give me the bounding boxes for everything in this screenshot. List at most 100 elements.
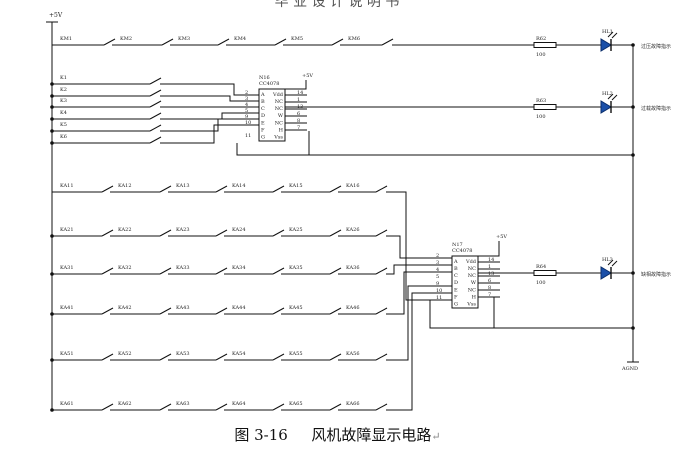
ka-switch: [329, 229, 342, 237]
k-switch-label: K3: [60, 98, 67, 104]
chip-output-name: NC: [468, 273, 476, 279]
ka-switch: [329, 403, 342, 411]
k-switch: [149, 77, 162, 85]
led-diode-icon: [600, 38, 612, 52]
ka-switch-label: KA62: [118, 401, 132, 407]
led-diode-icon: [600, 100, 612, 114]
chip-input-name: A: [260, 92, 265, 98]
resistor-ref: R64: [536, 264, 546, 270]
wire: [390, 235, 452, 259]
km-switch-label: KM6: [348, 36, 360, 42]
ka-switch: [272, 403, 285, 411]
chip-pin-number: 4: [436, 267, 439, 273]
chip-n17-ref: N17: [452, 242, 463, 248]
ka-switch-label: KA31: [60, 265, 74, 271]
km-switch-label: KM5: [291, 36, 303, 42]
chip-pin-number: 7: [488, 292, 491, 298]
ka-switch-label: KA52: [118, 351, 132, 357]
chip-n17-ref-hidden: N17: [449, 239, 460, 245]
chip-output-name: Vss: [273, 134, 283, 140]
ka-switch-label: KA23: [176, 227, 190, 233]
chip-input-name: G: [261, 134, 265, 140]
chip-n17: [451, 255, 479, 309]
supply-label: +5V: [49, 12, 63, 19]
ka-switch-label: KA24: [232, 227, 246, 233]
ka-switch-label: KA42: [118, 305, 132, 311]
chip-input-name: B: [261, 99, 265, 105]
resistor: [533, 42, 557, 48]
chip-pin-number: 10: [436, 288, 442, 294]
k-switch: [149, 124, 162, 132]
chip-pin-number: 8: [488, 285, 491, 291]
ka-switch-label: KA36: [346, 265, 360, 271]
ka-switch-label: KA32: [118, 265, 132, 271]
wire: [390, 191, 452, 301]
chip-input-name: G: [454, 301, 458, 307]
led-emission-arrow: [607, 259, 614, 266]
ka-switch-label: KA11: [60, 183, 74, 189]
chip-pin-number: 9: [436, 281, 439, 287]
chip-input-name: B: [454, 266, 458, 272]
ka-switch-label: KA13: [176, 183, 190, 189]
wire: [390, 264, 452, 275]
chip-pin-number: 13: [297, 104, 303, 110]
ka-switch: [272, 353, 285, 361]
ka-switch-label: KA43: [176, 305, 190, 311]
figure-number: 图 3-16: [234, 426, 288, 444]
chip-output-name: Vdd: [465, 259, 477, 265]
ka-switch: [159, 353, 172, 361]
chip-pin-number: 14: [488, 257, 494, 263]
indicator-label-2: 过载故障指示: [641, 105, 671, 112]
ka-switch-label: KA25: [289, 227, 303, 233]
ka-switch-label: KA14: [232, 183, 246, 189]
chip-output-name: NC: [468, 266, 476, 272]
resistor-ref: R62: [536, 36, 546, 42]
chip-pin-number: 6: [297, 111, 300, 117]
chip-pin-number: 4: [245, 102, 248, 108]
chip-input-name: E: [454, 287, 458, 293]
led-ref: HL2: [602, 91, 613, 97]
chip-input-name: E: [261, 120, 265, 126]
ka-switch: [215, 353, 228, 361]
chip-output-name: Vdd: [272, 92, 284, 98]
chip-pin-number: 3: [436, 260, 439, 266]
wire: [390, 271, 452, 315]
ka-switch: [272, 229, 285, 237]
ka-switch-label: KA45: [289, 305, 303, 311]
chip-n16-part: CC4078: [259, 81, 279, 87]
ka-switch: [375, 229, 388, 237]
ka-switch-label: KA33: [176, 265, 190, 271]
chip-pin-number: 7: [297, 125, 300, 131]
k-switch-label: K6: [60, 134, 67, 140]
chip-pin-number: 1: [488, 264, 491, 270]
ka-switch: [159, 185, 172, 193]
chip-power-label: +5V: [302, 73, 313, 79]
wire: [164, 112, 259, 120]
ka-switch-label: KA41: [60, 305, 74, 311]
ka-switch: [101, 267, 114, 275]
chip-input-name: F: [261, 127, 265, 133]
chip-input-name: D: [454, 280, 458, 286]
chip-output-name: W: [471, 280, 477, 286]
chip-pin-number: 3: [245, 96, 248, 102]
ka-switch-label: KA55: [289, 351, 303, 357]
led-emission-arrow: [611, 32, 618, 39]
ka-switch: [159, 307, 172, 315]
ka-switch-label: KA51: [60, 351, 74, 357]
figure-caption: 图 3-16 风机故障显示电路↵: [0, 424, 675, 445]
ground-label: AGND: [621, 366, 638, 372]
ka-switch-label: KA65: [289, 401, 303, 407]
ka-switch-label: KA22: [118, 227, 132, 233]
ka-switch-label: KA66: [346, 401, 360, 407]
k-switch-label: K2: [60, 87, 67, 93]
k-switch: [149, 112, 162, 120]
chip-power-label: +5V: [496, 234, 507, 240]
ka-switch: [215, 267, 228, 275]
chip-pin-number: 8: [297, 118, 300, 124]
ka-switch-label: KA35: [289, 265, 303, 271]
chip-input-name: C: [261, 106, 265, 112]
paragraph-mark-icon: ↵: [431, 430, 441, 443]
ka-switch: [329, 185, 342, 193]
km-switch-label: KM3: [178, 36, 190, 42]
